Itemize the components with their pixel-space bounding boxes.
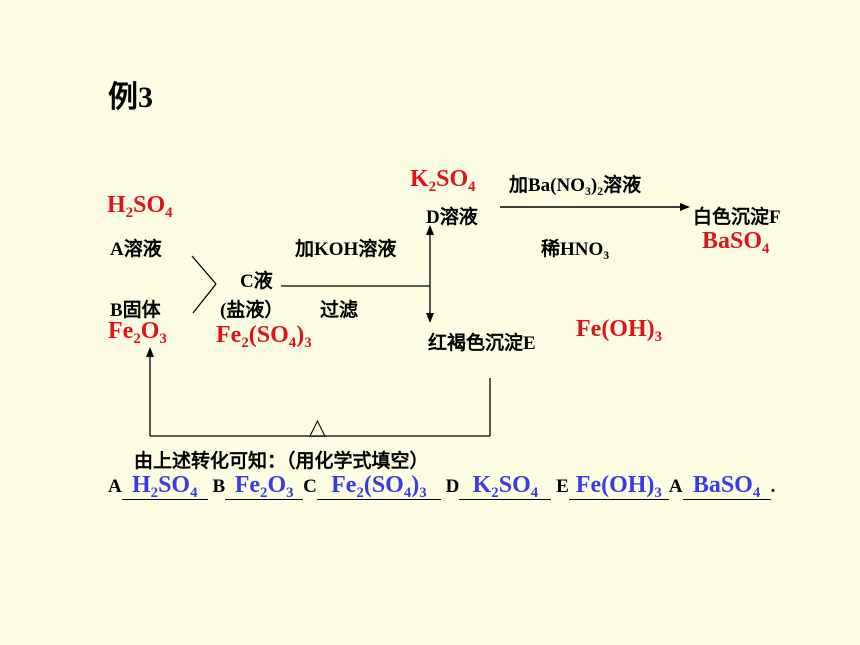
label-b-solid: B固体 <box>110 300 161 321</box>
formula-baso4: BaSO4 <box>702 228 770 258</box>
converge-line-b <box>192 283 217 314</box>
formula-k2so4: K2SO4 <box>410 166 476 196</box>
heat-symbol: △ <box>309 414 326 439</box>
label-c-salt: (盐液） <box>220 300 284 321</box>
formula-fe2so43: Fe2(SO4)3 <box>216 322 312 352</box>
label-white-precipitate: 白色沉淀F <box>693 207 781 228</box>
answer-b-label: B <box>212 476 226 497</box>
page-title: 例3 <box>108 81 153 114</box>
answer-a-label: A <box>108 476 122 497</box>
label-dilute-acid: 稀HNO3 <box>541 239 610 263</box>
answer-e-label: E <box>556 476 569 497</box>
answer-f-label: A <box>668 476 683 497</box>
formula-feoh3: Fe(OH)3 <box>576 316 663 346</box>
answer-a-blank: H2SO4 <box>121 472 208 501</box>
arrow-up-head <box>426 225 434 235</box>
label-add-koh: 加KOH溶液 <box>295 239 397 260</box>
answer-c-blank: Fe2(SO4)3 <box>316 472 441 501</box>
answer-d-label: D <box>445 476 460 497</box>
label-c-liquid: C液 <box>240 271 273 292</box>
formula-h2so4: H2SO4 <box>107 192 173 222</box>
arrow-down-head <box>426 313 434 323</box>
conclusion-text: 由上述转化可知：（用化学式填空） <box>134 451 429 472</box>
answer-e-blank: Fe(OH)3 <box>568 472 669 501</box>
answer-f-blank: BaSO4 <box>682 472 771 501</box>
loop-arrow-head <box>146 347 154 357</box>
answer-d-blank: K2SO4 <box>459 472 552 501</box>
answer-end-period: . <box>770 476 776 497</box>
label-add-reagent: 加Ba(NO3)2溶液 <box>509 175 642 199</box>
label-d-solution: D溶液 <box>426 207 478 228</box>
answer-b-blank: Fe2O3 <box>225 472 304 501</box>
d-to-f-arrow-head <box>680 203 690 211</box>
formula-fe2o3: Fe2O3 <box>108 318 167 348</box>
label-filter: 过滤 <box>320 300 359 321</box>
answer-c-label: C <box>303 476 317 497</box>
label-a-solution: A溶液 <box>110 239 162 260</box>
converge-line-a <box>191 255 217 285</box>
label-red-brown-precipitate: 红褐色沉淀E <box>428 333 536 354</box>
